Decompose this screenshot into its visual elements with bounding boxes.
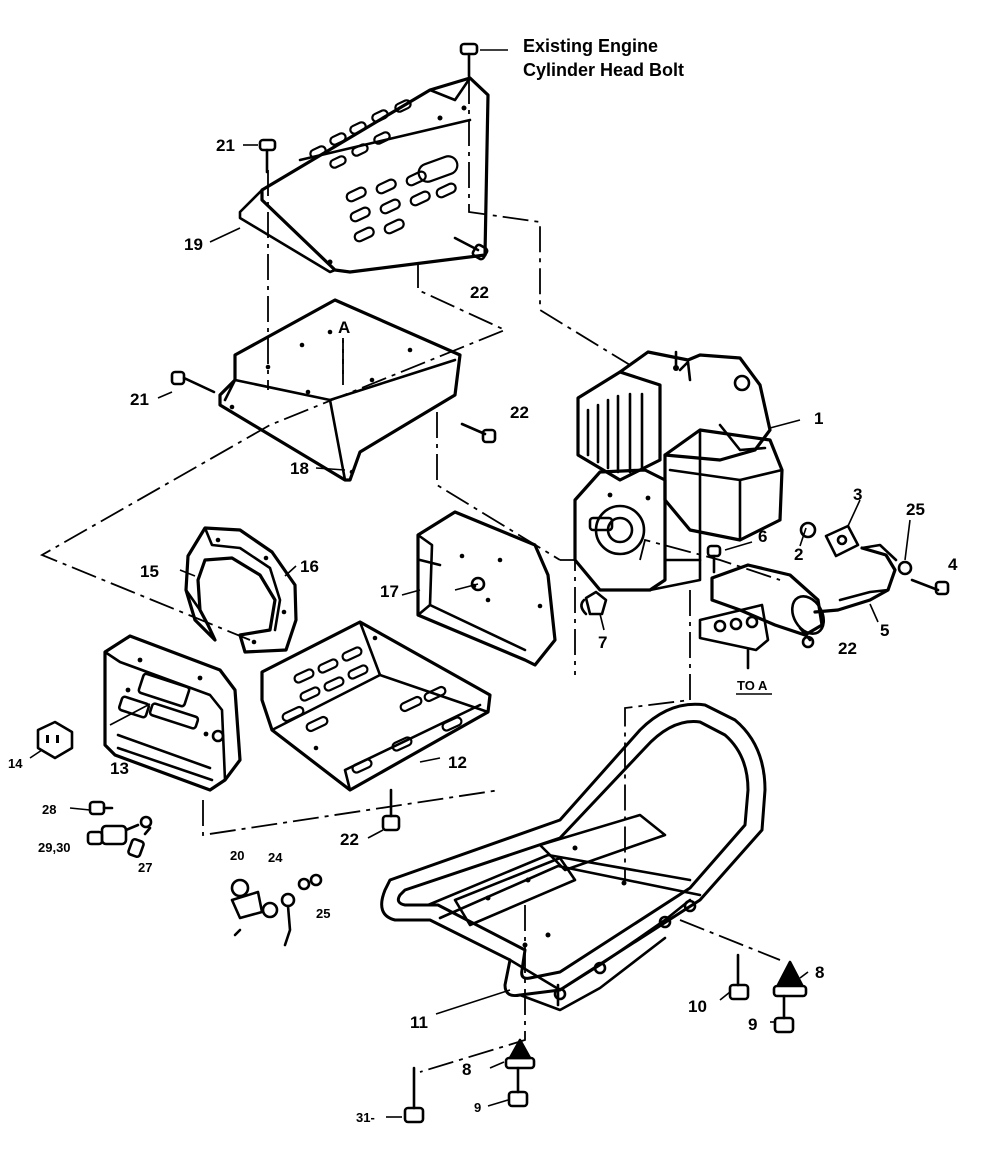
- bolt-part-31: [386, 1066, 425, 1124]
- label-13: 13: [110, 759, 129, 778]
- label-3: 3: [853, 485, 862, 504]
- adapter-ring-part-15-16: [184, 526, 298, 654]
- foot-part-8-right: [772, 960, 808, 998]
- label-8-right: 8: [815, 963, 824, 982]
- label-4: 4: [948, 555, 958, 574]
- label-22-c: 22: [838, 639, 857, 658]
- callout-leaders: [109, 227, 911, 1107]
- bolt-part-10: [728, 953, 750, 1001]
- label-16: 16: [300, 557, 319, 576]
- label-21-top: 21: [216, 136, 235, 155]
- label-20: 20: [230, 848, 244, 863]
- bolt-part-21-top: [243, 138, 277, 174]
- to-a-label: TO A: [737, 678, 768, 693]
- label-9-left: 9: [474, 1100, 481, 1115]
- label-29-30: 29,30: [38, 840, 71, 855]
- bolt-part-22-c: [381, 788, 401, 832]
- label-11: 11: [410, 1013, 428, 1032]
- lower-pan-part-12: [260, 620, 492, 792]
- engine-part-1: [573, 350, 801, 592]
- caption-line-2: Cylinder Head Bolt: [523, 60, 684, 80]
- label-21-mid: 21: [130, 390, 149, 409]
- label-31: 31-: [356, 1110, 375, 1125]
- callout-numbers: 1 2 3 4 5 6 7 8 8 9 9 10 11 12 13 14 15 …: [8, 136, 958, 1125]
- label-5: 5: [880, 621, 889, 640]
- bolt-part-9-left: [507, 1066, 529, 1108]
- cylinder-head-bolt: [459, 42, 508, 78]
- label-9-right: 9: [748, 1015, 757, 1034]
- label-14: 14: [8, 756, 23, 771]
- caption-engine-bolt: Existing Engine Cylinder Head Bolt: [523, 36, 684, 80]
- label-6: 6: [758, 527, 767, 546]
- marker-a: A: [338, 318, 350, 337]
- caption-line-1: Existing Engine: [523, 36, 658, 56]
- label-1: 1: [814, 409, 823, 428]
- label-12: 12: [448, 753, 467, 772]
- label-25-left: 25: [316, 906, 330, 921]
- label-18: 18: [290, 459, 309, 478]
- label-22-d: 22: [340, 830, 359, 849]
- label-7: 7: [598, 633, 607, 652]
- label-15: 15: [140, 562, 159, 581]
- mid-cover-part-18: A: [218, 298, 462, 482]
- breaker-parts-27-30: [69, 800, 153, 859]
- label-8-left: 8: [462, 1060, 471, 1079]
- foot-part-8-left: [504, 1038, 536, 1070]
- adapter-plate-part-17: [416, 510, 557, 667]
- muffler-assembly-parts-2-7: TO A: [580, 521, 950, 695]
- label-10: 10: [688, 997, 707, 1016]
- label-24: 24: [268, 850, 283, 865]
- top-shroud-part-19: [238, 76, 490, 274]
- receptacle-part-14: [29, 720, 74, 760]
- bolt-part-22-b: [460, 422, 497, 444]
- label-27: 27: [138, 860, 152, 875]
- control-panel-part-13: [103, 634, 242, 792]
- frame-part-11: [380, 702, 767, 1015]
- label-2: 2: [794, 545, 803, 564]
- label-19: 19: [184, 235, 203, 254]
- bolt-part-22-a: [453, 236, 489, 261]
- label-22-a: 22: [470, 283, 489, 302]
- bolt-part-9-right: [770, 994, 795, 1034]
- label-25-right: 25: [906, 500, 925, 519]
- bolt-part-21-mid: [170, 370, 216, 394]
- small-parts-20-24-25: [230, 873, 323, 947]
- label-22-b: 22: [510, 403, 529, 422]
- label-17: 17: [380, 582, 399, 601]
- label-28: 28: [42, 802, 56, 817]
